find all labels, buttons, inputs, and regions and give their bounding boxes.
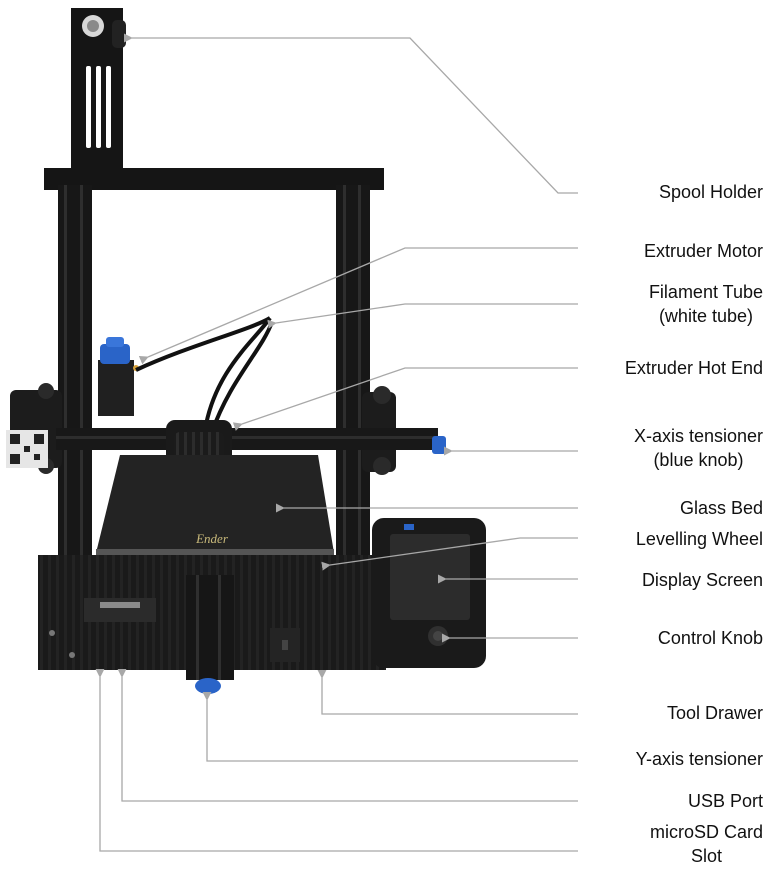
label-control-knob: Control Knob <box>657 628 763 648</box>
label-spool-holder: Spool Holder <box>658 182 763 202</box>
leader-filament-tube <box>267 303 578 329</box>
leader-microsd-slot <box>95 668 578 852</box>
label-levelling-wheel: Levelling Wheel <box>635 529 763 549</box>
printer-illustration: Ender <box>6 8 486 694</box>
leader-tool-drawer <box>317 669 578 715</box>
label-usb-port: USB Port <box>687 791 763 811</box>
spool-holder-arm <box>71 8 126 170</box>
label-x-axis-tensioner: X-axis tensioner (blue knob) <box>633 426 763 470</box>
label-microsd-slot: microSD Card Slot <box>649 822 763 866</box>
x-axis-blue-knob <box>432 436 446 454</box>
top-frame-bar <box>44 168 384 190</box>
display-unit <box>372 518 486 668</box>
label-extruder-hot-end: Extruder Hot End <box>624 358 763 378</box>
label-glass-bed: Glass Bed <box>679 498 763 518</box>
leader-extruder-motor <box>138 247 578 365</box>
label-extruder-motor: Extruder Motor <box>643 241 763 261</box>
leader-extruder-hot-end <box>232 367 578 431</box>
extruder-motor <box>98 337 139 416</box>
glass-bed: Ender <box>96 455 334 556</box>
label-filament-tube: Filament Tube (white tube) <box>648 282 763 326</box>
leader-levelling-wheel <box>321 537 578 571</box>
filament-tubes <box>135 316 274 433</box>
left-frame-pillar <box>58 185 92 625</box>
label-tool-drawer: Tool Drawer <box>666 703 763 723</box>
leader-lines <box>95 33 578 852</box>
leader-y-axis-tensioner <box>202 691 578 762</box>
label-display-screen: Display Screen <box>641 570 763 590</box>
leader-spool-holder <box>123 33 578 194</box>
y-axis-extrusion <box>186 575 234 694</box>
left-carriage <box>6 383 62 474</box>
leader-usb-port <box>117 668 578 802</box>
bed-brand: Ender <box>195 531 229 546</box>
label-y-axis-tensioner: Y-axis tensioner <box>635 749 763 769</box>
